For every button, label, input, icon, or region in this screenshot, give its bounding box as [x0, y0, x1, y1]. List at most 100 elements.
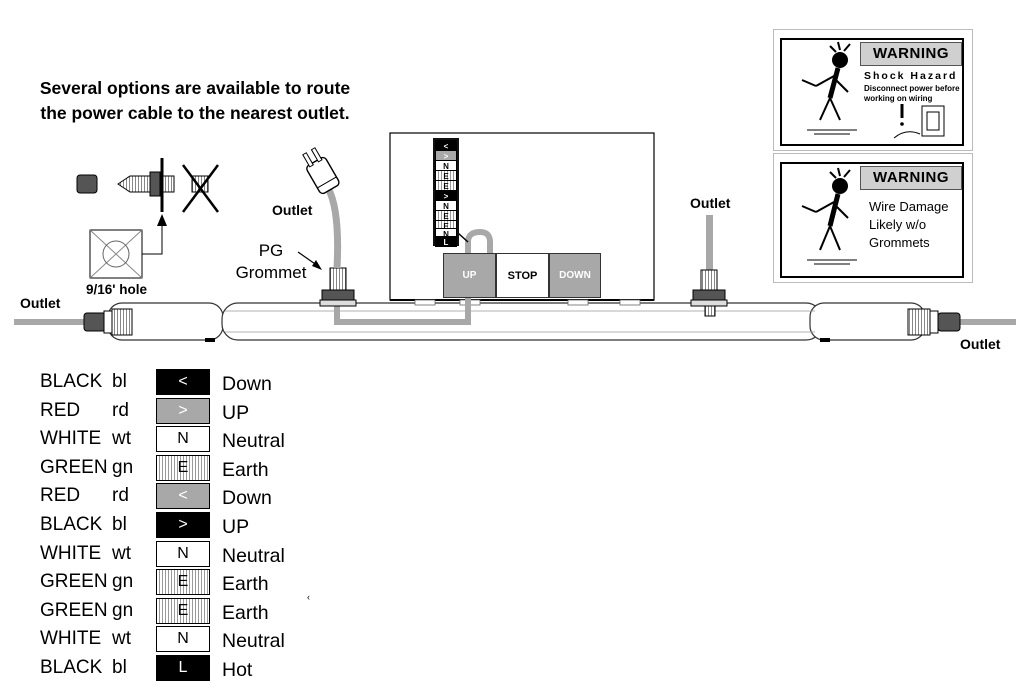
wire-color: RED	[40, 485, 81, 507]
shock-figure-icon	[801, 167, 857, 265]
wire-function: Earth	[222, 601, 269, 624]
terminal-symbol: <	[156, 369, 210, 395]
middle-outlet-cable	[706, 215, 713, 273]
hole-label: 9/16' hole	[86, 282, 147, 297]
wire-function: Earth	[222, 573, 269, 596]
terminal-symbol: >	[156, 512, 210, 538]
legend-row: BLACK bl > UP	[40, 511, 320, 539]
right-outlet-cable	[958, 319, 1016, 325]
terminal-symbol: E	[156, 454, 210, 481]
middle-tube	[221, 302, 823, 341]
warning-line: Wire Damage	[869, 199, 949, 214]
wire-function: UP	[222, 516, 250, 538]
terminal-symbol: E	[156, 597, 210, 624]
wire-function: Earth	[222, 458, 269, 481]
wire-function: Down	[222, 373, 272, 395]
wire-function: UP	[222, 401, 250, 424]
legend-row: RED rd > UP	[40, 397, 320, 425]
terminal-symbol: >	[156, 397, 210, 424]
warning-heading: WARNING	[860, 42, 962, 66]
terminal-symbol: L	[156, 655, 210, 681]
wire-color: BLACK	[40, 514, 103, 535]
grommet-label: PG Grommet	[226, 240, 316, 284]
warning-heading: WARNING	[860, 166, 962, 190]
left-outlet-cable	[14, 319, 84, 325]
routing-options	[76, 158, 220, 279]
warning-sign-frame: WARNING Wire Damage Likely w/o Grommets	[780, 162, 964, 278]
legend-row: RED rd < Down	[40, 482, 320, 510]
wire-color: WHITE	[40, 428, 102, 450]
right-end-cap	[907, 308, 961, 336]
wire-color: WHITE	[40, 628, 102, 650]
terminal-symbol: <	[156, 483, 210, 510]
stray-mark: ‹	[307, 592, 310, 602]
wire-abbreviation: gn	[112, 599, 134, 621]
wire-function: Down	[222, 487, 272, 510]
warning-sign-frame: WARNING Shock Hazard Disconnect power be…	[780, 38, 964, 146]
wire-color: GREEN	[40, 456, 108, 478]
warning-title: Shock Hazard	[864, 70, 958, 82]
routing-note: Several options are available to route t…	[39, 78, 351, 123]
legend-row: WHITE wt N Neutral	[40, 625, 320, 653]
outlet-label-right: Outlet	[960, 336, 1001, 352]
warning-sign-grommets: WARNING Wire Damage Likely w/o Grommets	[773, 153, 973, 283]
outlet-label-left: Outlet	[20, 295, 61, 311]
up-button: UP	[443, 253, 496, 298]
outlet-label-middle: Outlet	[690, 195, 731, 211]
crossed-out-option-icon	[181, 164, 220, 213]
plug-cable	[324, 186, 342, 269]
tube-assembly	[107, 302, 926, 341]
warning-sign-shock: WARNING Shock Hazard Disconnect power be…	[773, 29, 973, 151]
grommet-label-line2: Grommet	[235, 263, 307, 282]
terminal-label: L	[435, 236, 457, 247]
wire-function: Neutral	[222, 630, 285, 653]
terminal-symbol: N	[156, 426, 210, 453]
legend-row: BLACK bl L Hot	[40, 654, 320, 682]
wire-abbreviation: bl	[112, 657, 127, 678]
legend-row: BLACK bl < Down	[40, 368, 320, 396]
wire-color: GREEN	[40, 571, 108, 593]
unplug-icon	[893, 104, 945, 139]
outlet-label-plug: Outlet	[272, 202, 313, 218]
wire-abbreviation: rd	[112, 485, 129, 507]
pg-grommet-left	[319, 267, 357, 307]
wire-color: GREEN	[40, 599, 108, 621]
down-button: DOWN	[549, 253, 601, 298]
wire-abbreviation: wt	[112, 428, 131, 450]
warning-line: Likely w/o	[869, 217, 927, 232]
wire-color: RED	[40, 399, 81, 421]
wire-abbreviation: bl	[112, 371, 127, 392]
terminal-symbol: N	[156, 626, 210, 653]
terminal-symbol: N	[156, 540, 210, 567]
pg-grommet-middle	[690, 269, 728, 317]
wire-abbreviation: wt	[112, 628, 131, 650]
wire-color: WHITE	[40, 542, 102, 564]
shock-figure-icon	[801, 41, 857, 135]
stop-button: STOP	[496, 253, 549, 298]
wire-color: BLACK	[40, 657, 103, 678]
wire-abbreviation: wt	[112, 542, 131, 564]
wire-function: Neutral	[222, 430, 285, 453]
warning-body: Disconnect power before working on wirin…	[864, 84, 960, 103]
wire-abbreviation: gn	[112, 456, 134, 478]
wire-function: Hot	[222, 659, 253, 681]
left-end-cap	[83, 308, 133, 336]
wire-abbreviation: bl	[112, 514, 127, 535]
legend-row: WHITE wt N Neutral	[40, 425, 320, 453]
terminal-symbol: E	[156, 569, 210, 596]
grommet-label-line1: PG	[258, 241, 284, 260]
warning-body: Wire Damage Likely w/o Grommets	[869, 198, 948, 252]
legend-row: WHITE wt N Neutral	[40, 540, 320, 568]
wire-abbreviation: rd	[112, 399, 129, 421]
wire-function: Neutral	[222, 544, 285, 567]
wire-color: BLACK	[40, 371, 103, 392]
cable-gland-icon	[117, 171, 175, 197]
wire-abbreviation: gn	[112, 571, 134, 593]
warning-line: Grommets	[869, 235, 930, 250]
plug-icon	[302, 147, 340, 195]
